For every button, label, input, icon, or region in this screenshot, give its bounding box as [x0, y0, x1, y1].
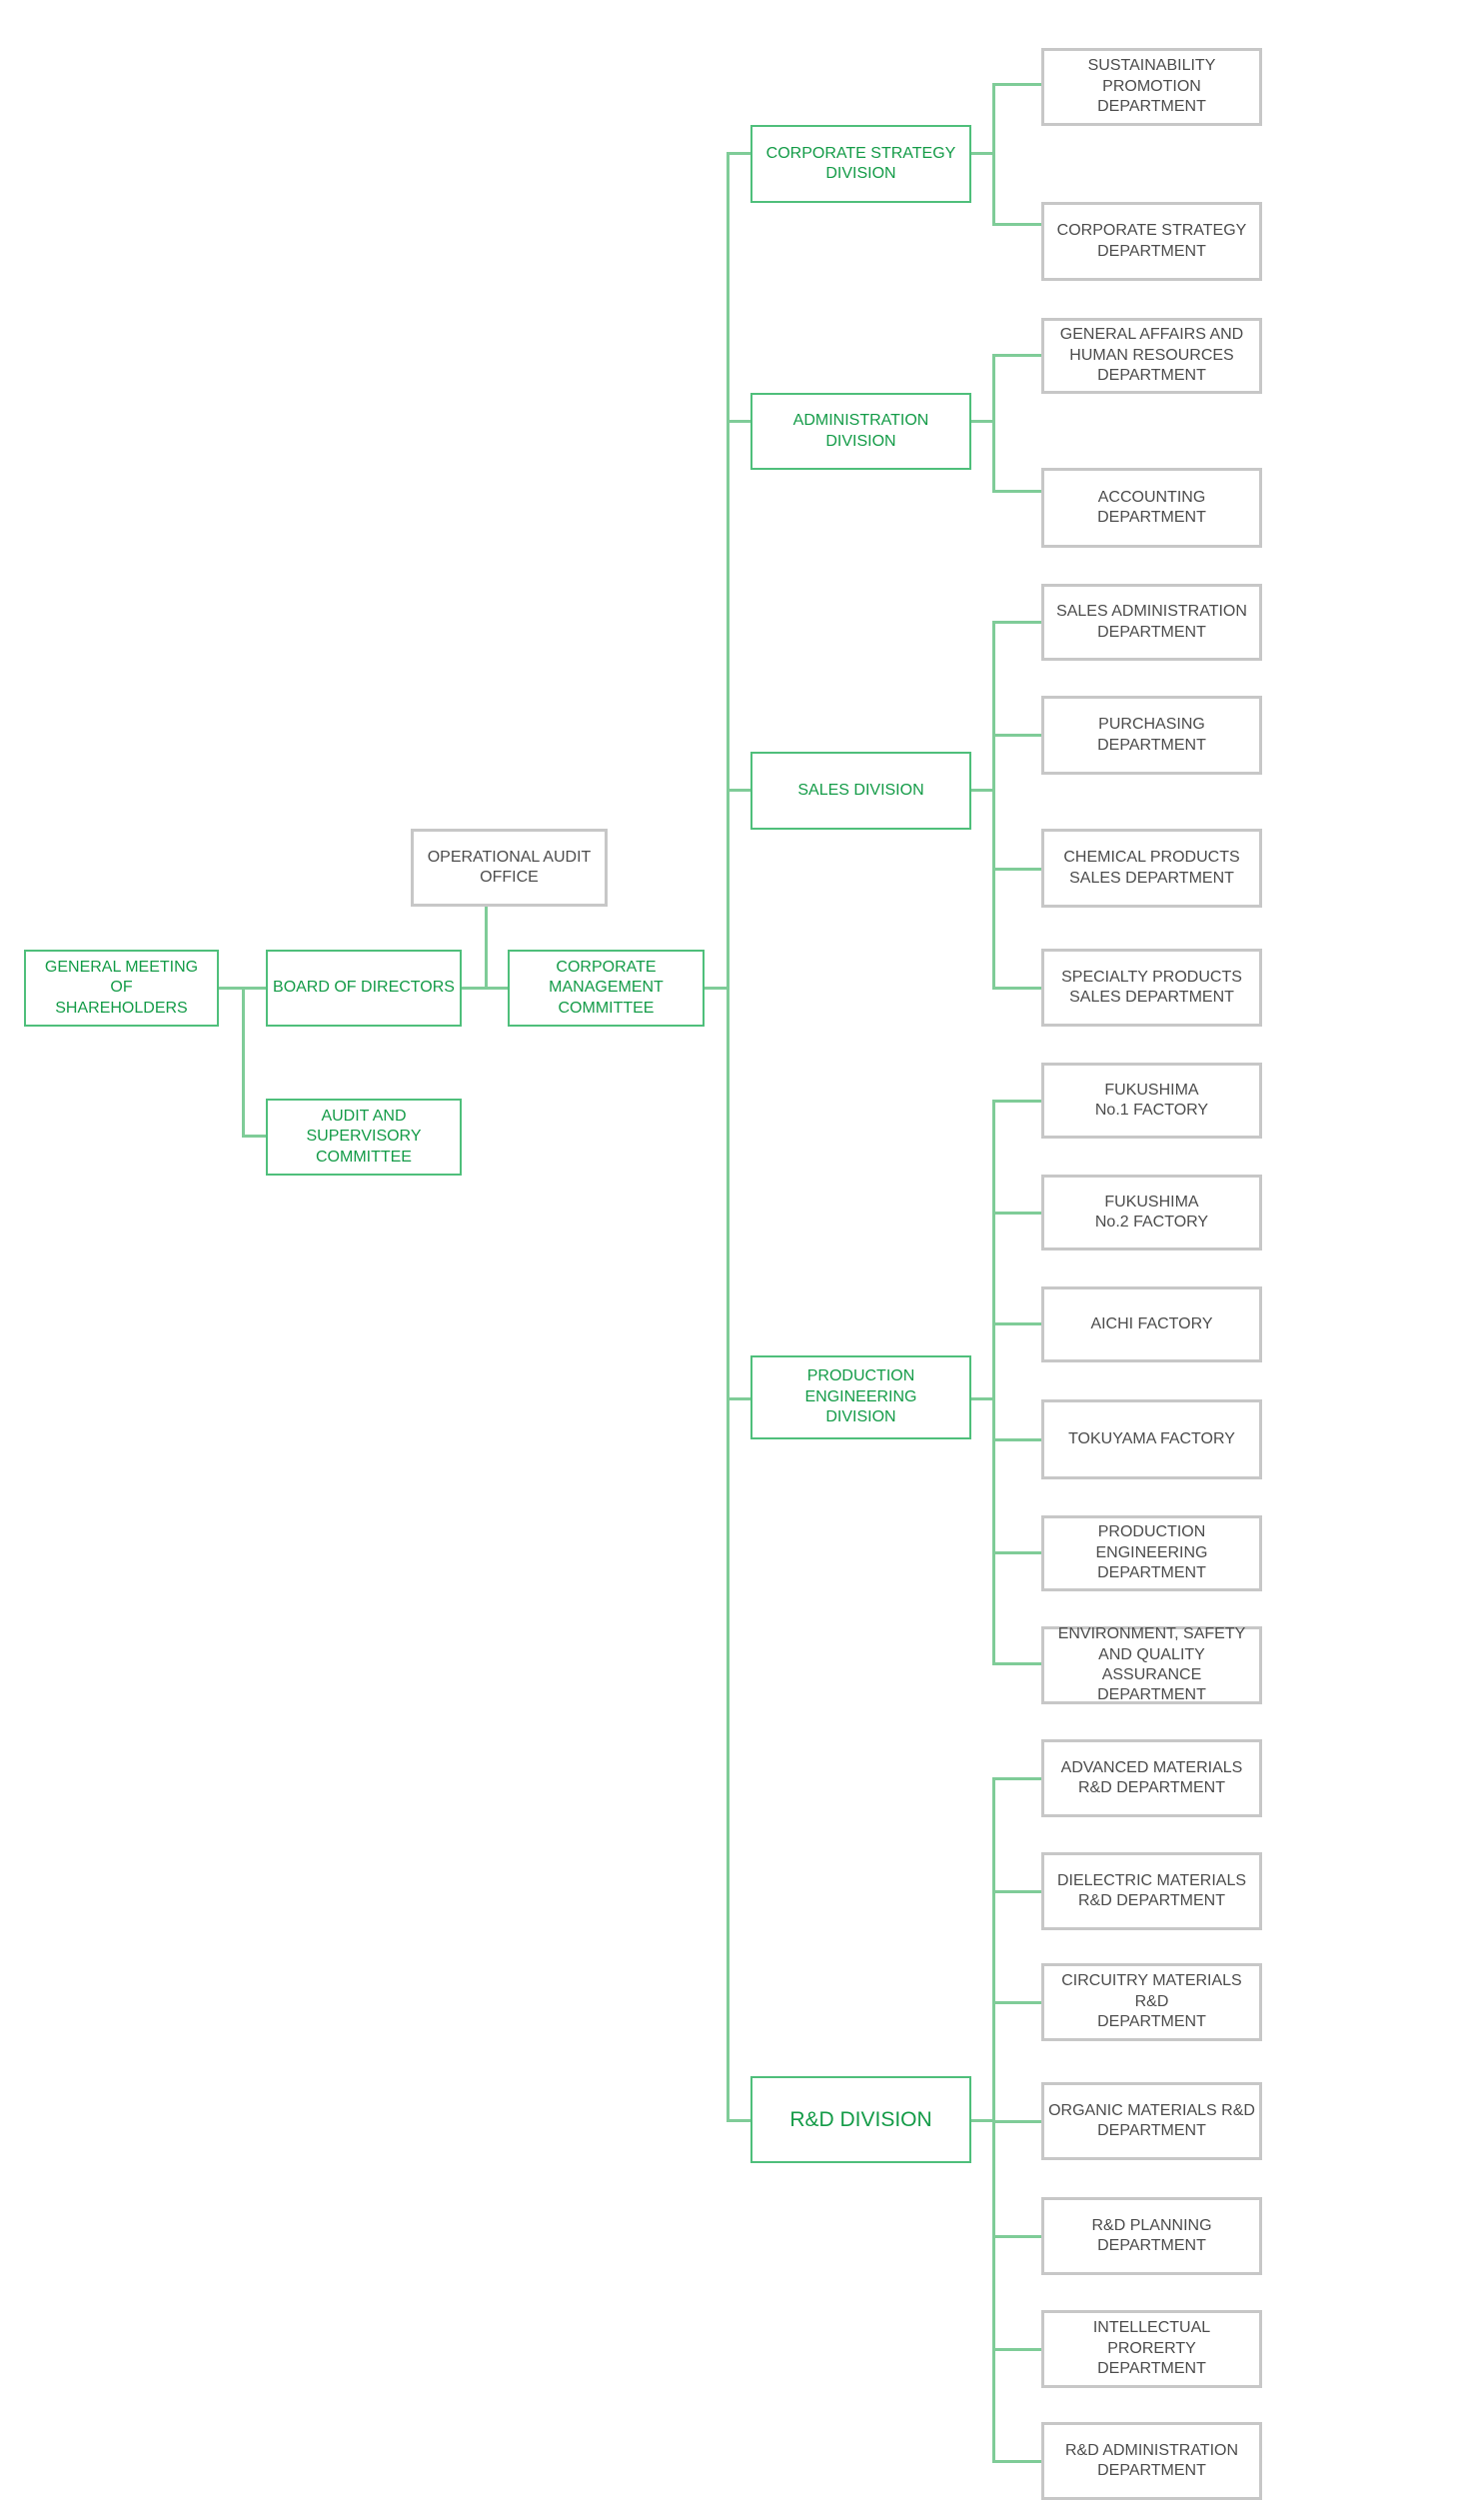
connector-line [727, 2119, 751, 2122]
connector-line [992, 1100, 1042, 1103]
department-box: SUSTAINABILITY PROMOTION DEPARTMENT [1041, 48, 1262, 126]
division-box: CORPORATE STRATEGY DIVISION [750, 125, 971, 203]
connector-line [992, 223, 1042, 226]
connector-line [992, 2235, 1042, 2238]
division-box: PRODUCTION ENGINEERING DIVISION [750, 1355, 971, 1439]
department-box: ACCOUNTING DEPARTMENT [1041, 468, 1262, 548]
connector-line [992, 83, 995, 226]
connector-line [727, 152, 730, 2122]
connector-line [992, 1212, 1042, 1215]
connector-line [992, 2001, 1042, 2004]
department-box: AICHI FACTORY [1041, 1286, 1262, 1362]
operational-audit-office-box: OPERATIONAL AUDIT OFFICE [411, 829, 608, 907]
connector-line [727, 152, 751, 155]
division-box: R&D DIVISION [750, 2076, 971, 2163]
department-box: INTELLECTUAL PRORERTY DEPARTMENT [1041, 2310, 1262, 2388]
department-box: ORGANIC MATERIALS R&D DEPARTMENT [1041, 2082, 1262, 2160]
department-box: CIRCUITRY MATERIALS R&D DEPARTMENT [1041, 1963, 1262, 2041]
department-box: FUKUSHIMA No.1 FACTORY [1041, 1063, 1262, 1139]
connector-line [969, 152, 995, 155]
connector-line [992, 1438, 1042, 1441]
connector-line [969, 789, 995, 792]
department-box: SPECIALTY PRODUCTS SALES DEPARTMENT [1041, 949, 1262, 1027]
connector-line [992, 354, 1042, 357]
audit-supervisory-committee-box: AUDIT AND SUPERVISORY COMMITTEE [266, 1099, 462, 1176]
connector-line [485, 906, 488, 990]
department-box: CORPORATE STRATEGY DEPARTMENT [1041, 202, 1262, 281]
department-box: ADVANCED MATERIALS R&D DEPARTMENT [1041, 1739, 1262, 1817]
connector-line [727, 420, 751, 423]
connector-line [992, 1777, 1042, 1780]
general-meeting-box: GENERAL MEETING OF SHAREHOLDERS [24, 950, 219, 1027]
connector-line [992, 734, 1042, 737]
department-box: GENERAL AFFAIRS AND HUMAN RESOURCES DEPA… [1041, 318, 1262, 394]
department-box: TOKUYAMA FACTORY [1041, 1399, 1262, 1479]
division-box: SALES DIVISION [750, 752, 971, 830]
connector-line [992, 987, 1042, 990]
department-box: SALES ADMINISTRATION DEPARTMENT [1041, 584, 1262, 661]
board-of-directors-box: BOARD OF DIRECTORS [266, 950, 462, 1027]
division-box: ADMINISTRATION DIVISION [750, 393, 971, 470]
connector-line [992, 354, 995, 493]
connector-line [992, 621, 1042, 624]
connector-line [992, 1100, 995, 1665]
connector-line [242, 987, 245, 1138]
connector-line [704, 987, 729, 990]
connector-line [992, 1322, 1042, 1325]
connector-line [242, 1135, 268, 1138]
connector-line [992, 1662, 1042, 1665]
connector-line [992, 621, 995, 990]
department-box: R&D PLANNING DEPARTMENT [1041, 2197, 1262, 2275]
connector-line [969, 1397, 995, 1400]
department-box: ENVIRONMENT, SAFETY AND QUALITY ASSURANC… [1041, 1625, 1262, 1704]
connector-line [969, 420, 995, 423]
connector-line [992, 1551, 1042, 1554]
connector-line [992, 2348, 1042, 2351]
connector-line [727, 789, 751, 792]
department-box: FUKUSHIMA No.2 FACTORY [1041, 1175, 1262, 1251]
department-box: PURCHASING DEPARTMENT [1041, 696, 1262, 775]
corporate-management-committee-box: CORPORATE MANAGEMENT COMMITTEE [508, 950, 705, 1027]
connector-line [992, 868, 1042, 871]
department-box: PRODUCTION ENGINEERING DEPARTMENT [1041, 1515, 1262, 1591]
connector-line [969, 2119, 995, 2122]
connector-line [992, 2460, 1042, 2463]
connector-line [992, 490, 1042, 493]
connector-line [992, 1890, 1042, 1893]
department-box: DIELECTRIC MATERIALS R&D DEPARTMENT [1041, 1852, 1262, 1930]
connector-line [727, 1397, 751, 1400]
department-box: R&D ADMINISTRATION DEPARTMENT [1041, 2422, 1262, 2500]
connector-line [992, 83, 1042, 86]
connector-line [992, 2120, 1042, 2123]
department-box: CHEMICAL PRODUCTS SALES DEPARTMENT [1041, 829, 1262, 908]
